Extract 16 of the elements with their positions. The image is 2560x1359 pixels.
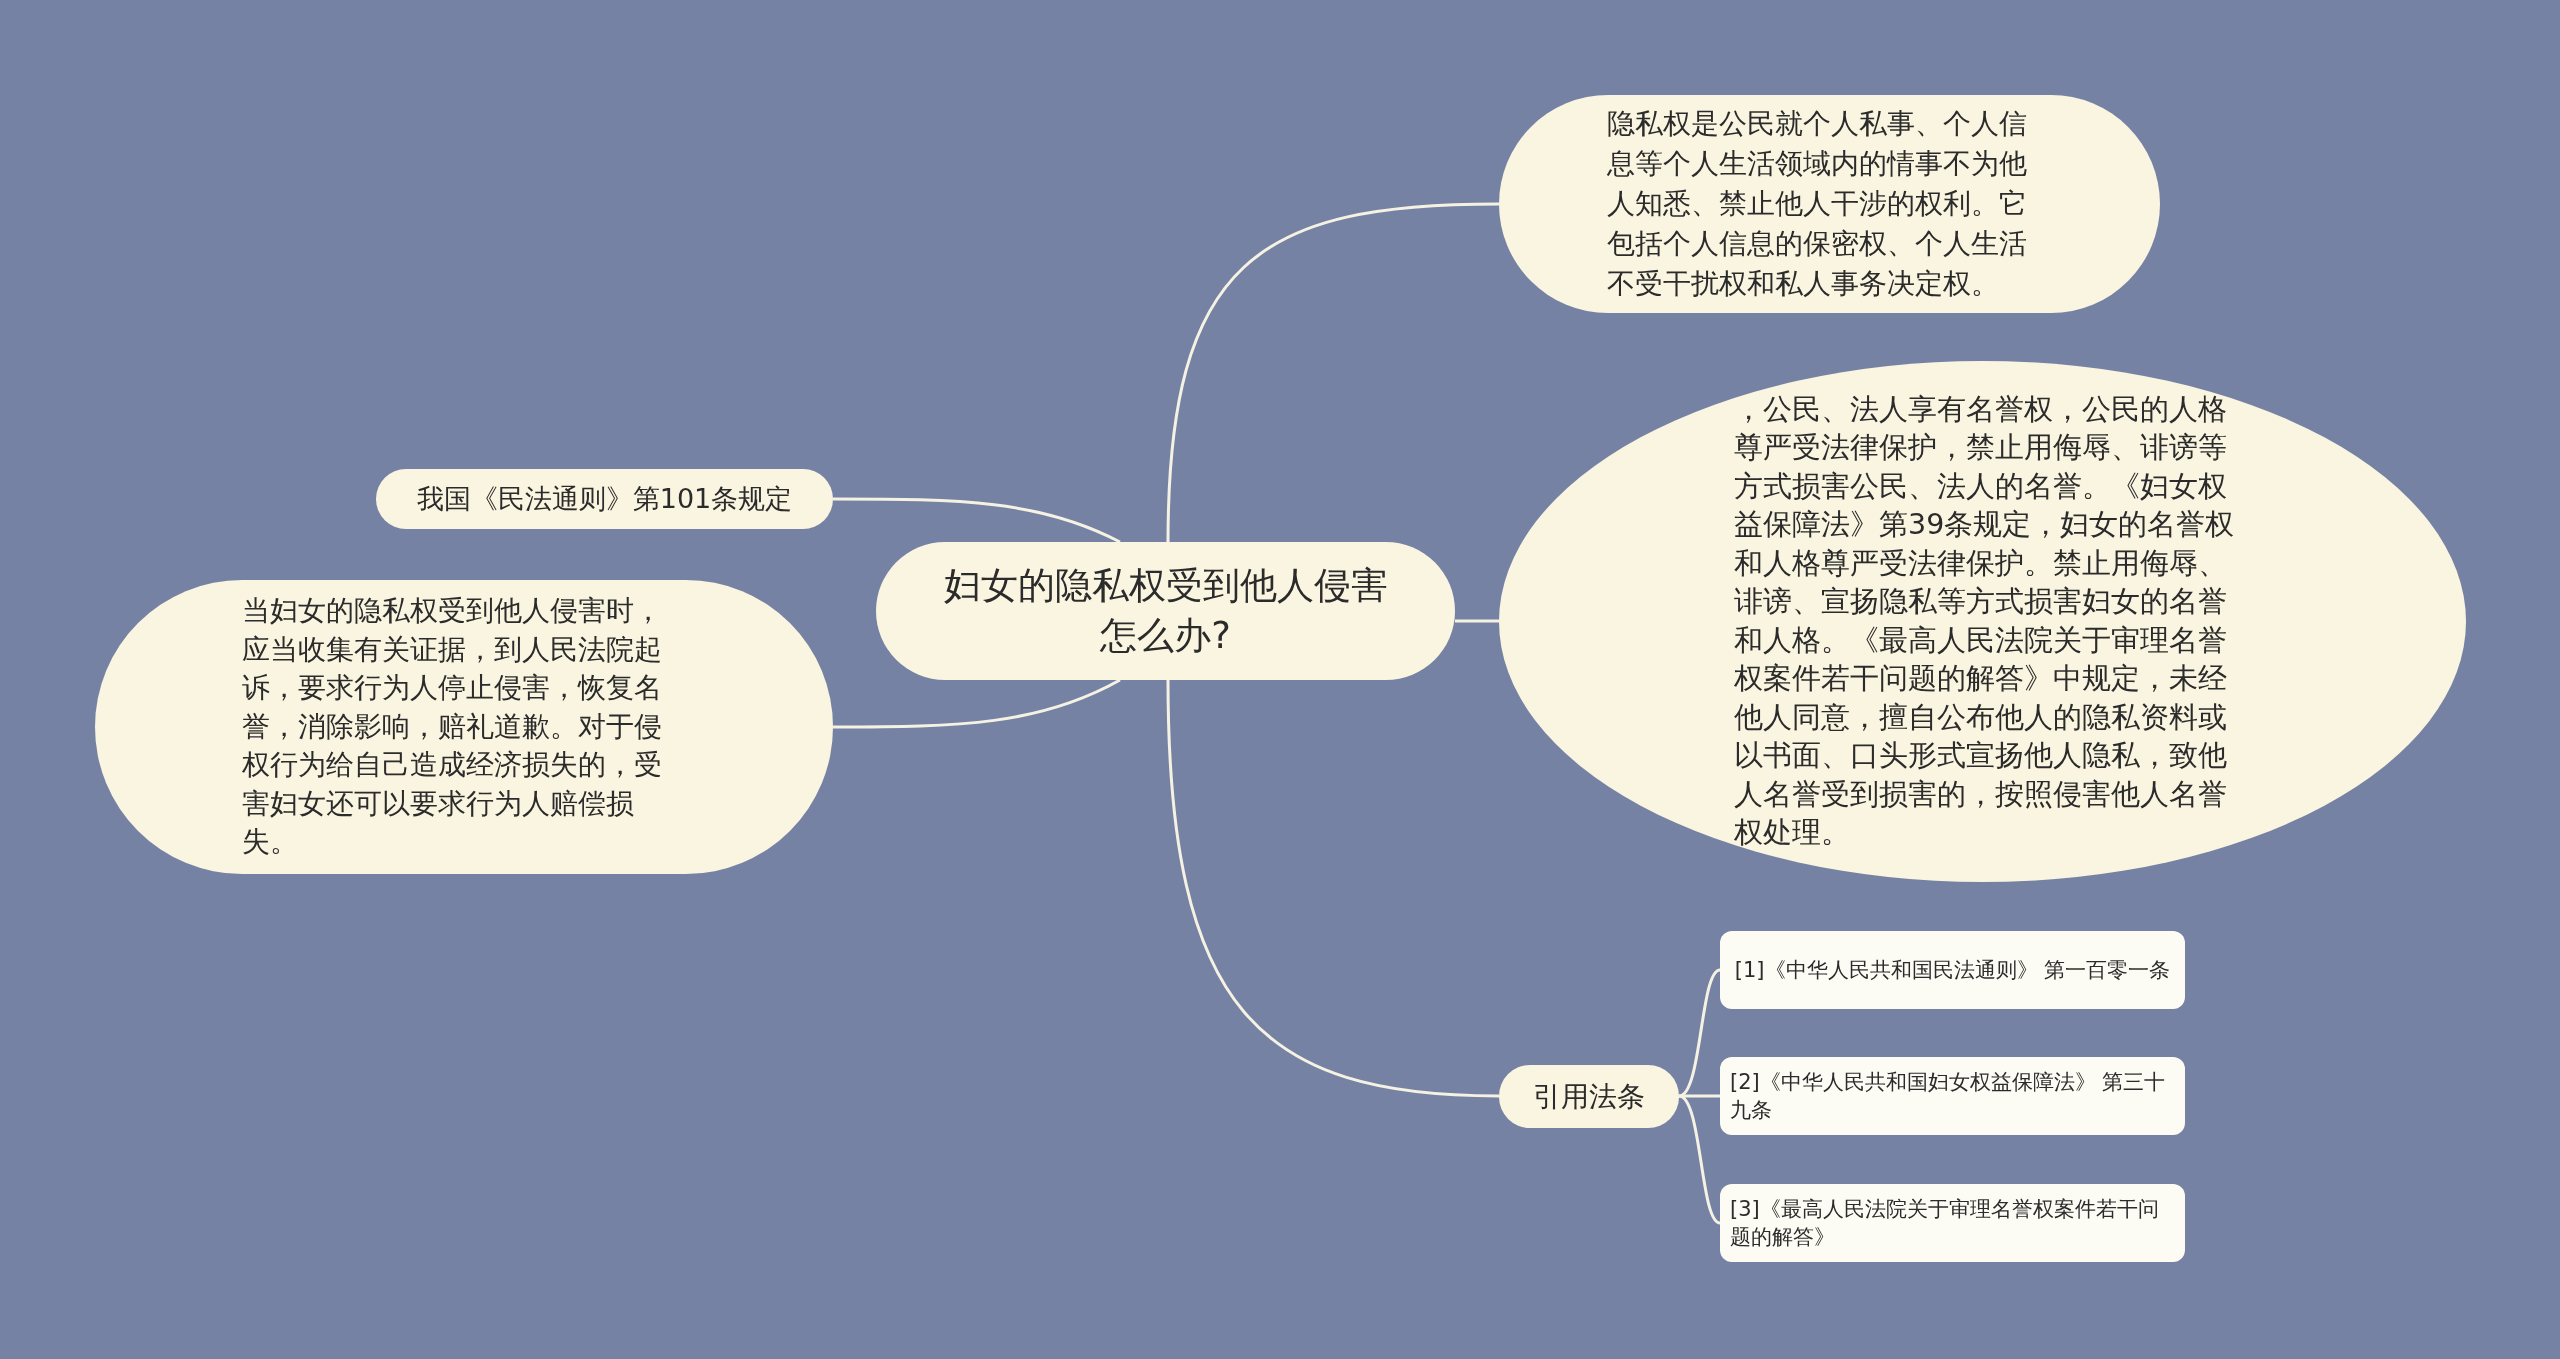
connector-line xyxy=(833,497,1121,544)
topic-bubble: 妇女的隐私权受到他人侵害怎么办? xyxy=(876,542,1455,680)
connector-line xyxy=(1166,202,1500,543)
connector-line xyxy=(1166,679,1500,1098)
reference-card: [3]《最高人民法院关于审理名誉权案件若干问题的解答》 xyxy=(1720,1184,2185,1262)
text-bubble: 隐私权是公民就个人私事、个人信息等个人生活领域内的情事不为他人知悉、禁止他人干涉的权利。它包括个人信息的保密权、个人生活不受干扰权和私人事务决定权。 xyxy=(1499,95,2160,313)
text-bubble: 我国《民法通则》第101条规定 xyxy=(376,469,833,529)
connector-line xyxy=(833,678,1121,729)
reference-card: [2]《中华人民共和国妇女权益保障法》 第三十九条 xyxy=(1720,1057,2185,1135)
connector-line xyxy=(1678,968,1721,1098)
reference-card: [1]《中华人民共和国民法通则》 第一百零一条 xyxy=(1720,931,2185,1009)
connector-line xyxy=(1678,1094,1721,1225)
text-bubble: 当妇女的隐私权受到他人侵害时，应当收集有关证据，到人民法院起诉，要求行为人停止侵害，恢复名誉，消除影响，赔礼道歉。对于侵权行为给自己造成经济损失的，受害妇女还可以要求行为人赔偿损失。 xyxy=(95,580,833,874)
text-bubble: ，公民、法人享有名誉权，公民的人格尊严受法律保护，禁止用侮辱、诽谤等方式损害公民、法人的名誉。《妇女权益保障法》第39条规定，妇女的名誉权和人格尊严受法律保护。禁止用侮辱、诽谤、宣扬隐私等方式损害妇女的名誉和人格。《最高人民法院关于审理名誉权案件若干问题的解答》中规定，未经他人同意，擅自公布他人的隐私资料或以书面、口头形式宣扬他人隐私，致他人名誉受到损害的，按照侵害他人名誉权处理。 xyxy=(1499,361,2466,882)
category-bubble: 引用法条 xyxy=(1499,1065,1679,1128)
connector-line xyxy=(1455,619,1499,623)
